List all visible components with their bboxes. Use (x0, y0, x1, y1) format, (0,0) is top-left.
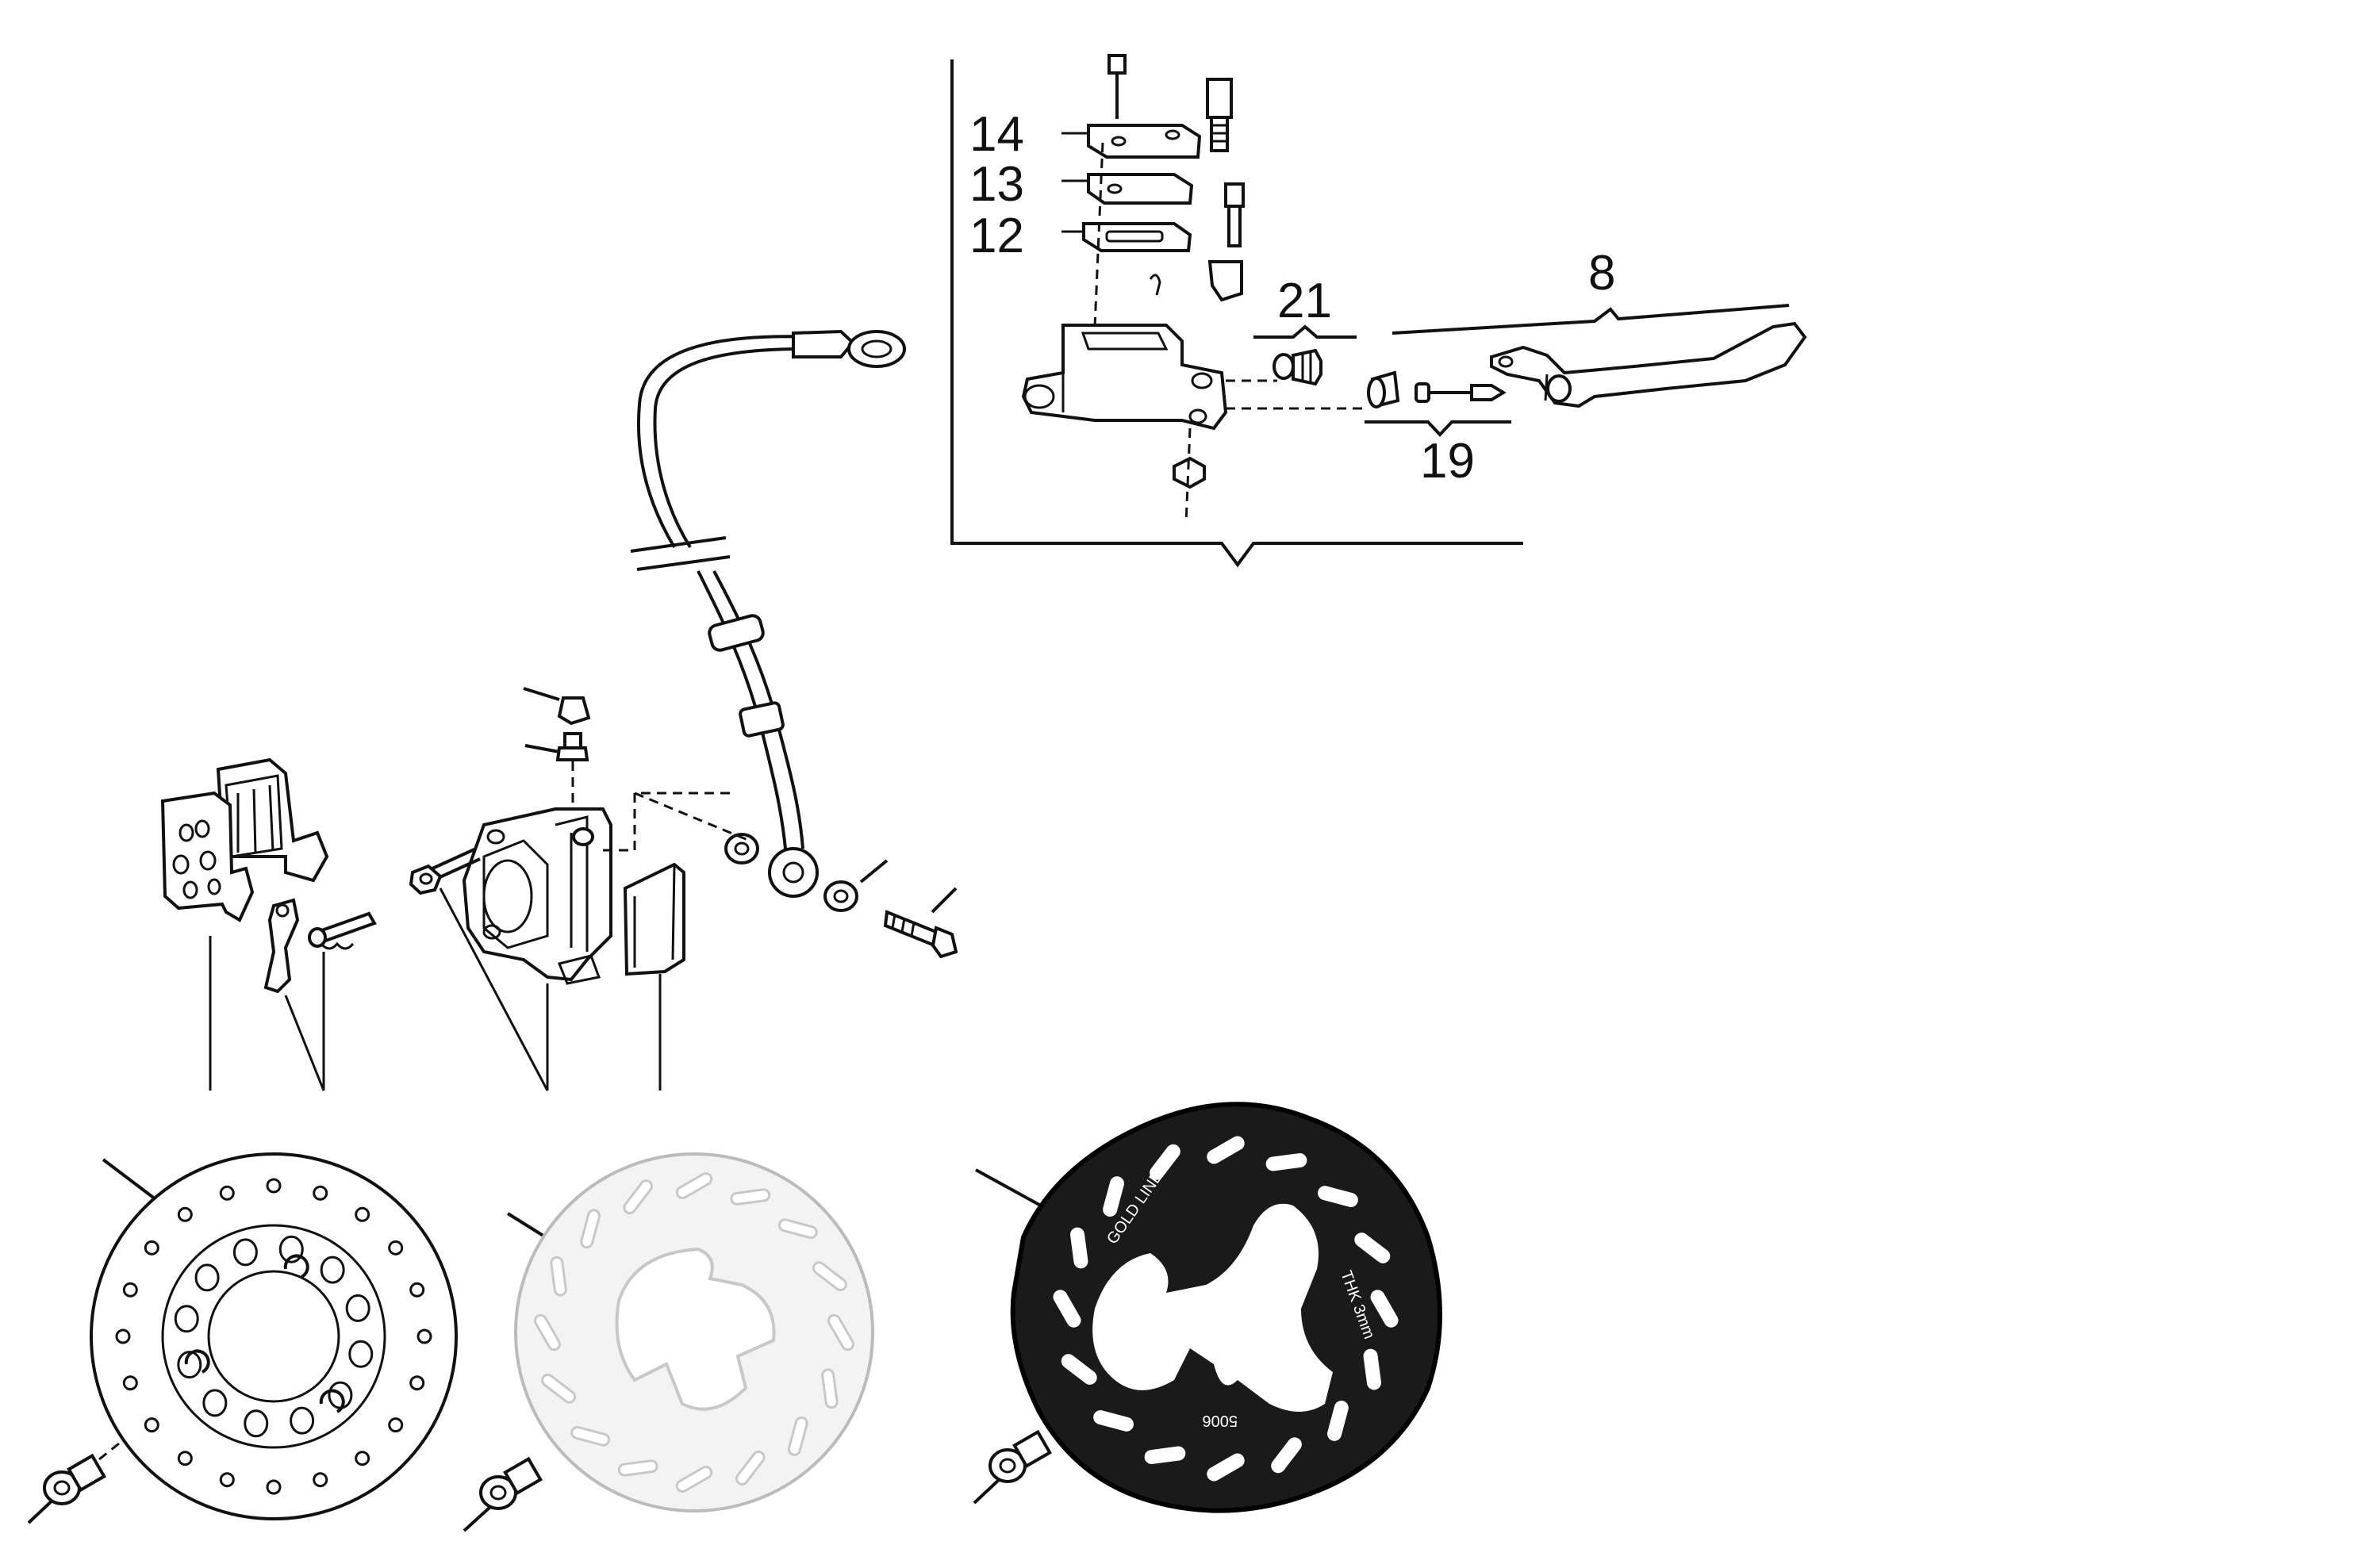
callout-14: 14 (969, 107, 1024, 162)
clamp-half (1207, 260, 1243, 302)
piston-assembly (1367, 370, 1507, 408)
pad-retainer-plate (623, 862, 685, 976)
banjo-washer-right (823, 859, 889, 912)
reservoir-diaphragm (1082, 222, 1192, 252)
inset-frame (950, 59, 1523, 568)
callout-19: 19 (1420, 434, 1475, 489)
brake-pad-rear (216, 757, 329, 883)
bracket-21 (1253, 324, 1357, 339)
caliper-mount-bolt (409, 847, 481, 895)
brake-disc-wave-black: THK 3mm GOLD LINE 5006 (975, 1102, 1442, 1513)
pad-pin (308, 911, 377, 950)
master-cylinder-inset: 14 13 12 (950, 54, 1807, 568)
leader-lines (209, 888, 662, 1091)
brake-lever (1490, 321, 1807, 408)
caliper-body (462, 807, 612, 985)
piston-boot (1273, 348, 1322, 386)
callout-21: 21 (1277, 274, 1332, 328)
clamp-bolt-short (1224, 182, 1245, 247)
disc-bolt-1 (27, 1442, 120, 1524)
disc-bolt-2 (463, 1456, 543, 1532)
clamp-nut (1173, 456, 1206, 489)
assembly-axis-banjo (634, 792, 750, 842)
callout-12: 12 (969, 209, 1024, 263)
clip-spring (1149, 274, 1161, 296)
disc-holes (115, 1178, 432, 1495)
bleed-screw (524, 732, 589, 761)
banjo-bolt (883, 887, 958, 959)
reservoir-plate (1087, 173, 1194, 205)
disc-slots (534, 1172, 854, 1493)
assembly-axis-caliper (603, 792, 730, 852)
bracket-8 (1392, 304, 1790, 335)
disc-marking-code: 5006 (1203, 1412, 1238, 1429)
banjo-washer-left (724, 833, 759, 865)
pad-pin-clip (263, 898, 300, 994)
bleed-screw-cap (523, 687, 591, 726)
bracket-19 (1365, 420, 1511, 437)
cover-screw (1107, 54, 1127, 119)
brake-hose (630, 329, 906, 898)
clamp-bolt-long (1206, 78, 1233, 152)
brake-disc-slotted-silver (506, 1152, 874, 1512)
master-cylinder-body (1021, 324, 1228, 431)
disc-bolt-3 (973, 1429, 1052, 1505)
callout-13: 13 (969, 157, 1024, 212)
callout-8: 8 (1588, 246, 1615, 301)
reservoir-cap (1087, 124, 1202, 159)
brake-pad-front (160, 791, 255, 922)
disc-slots (1053, 1136, 1399, 1482)
brake-disc-drilled (90, 1152, 458, 1520)
assembly-axis-nut (1184, 427, 1192, 524)
